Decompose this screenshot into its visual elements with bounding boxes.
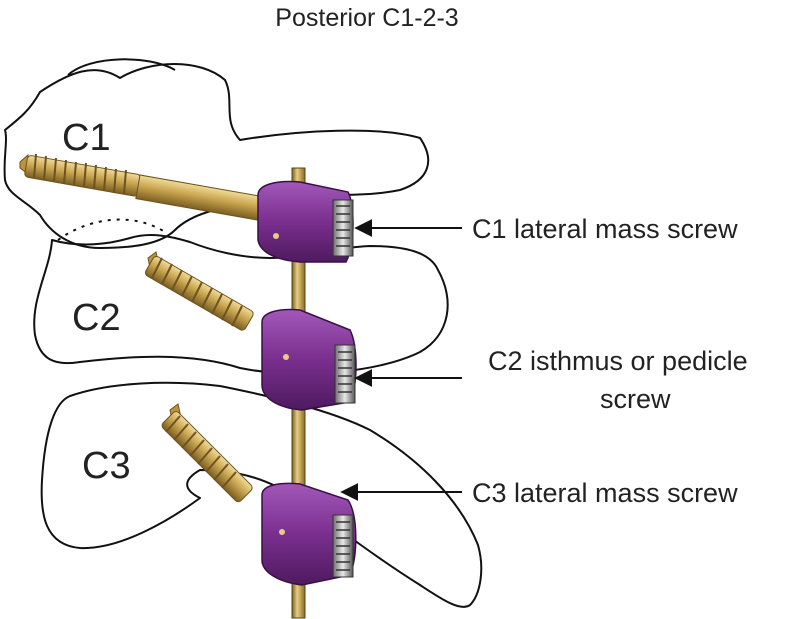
c1-screw-label: C1 lateral mass screw — [472, 214, 738, 244]
c1-screw-tulip — [257, 180, 354, 263]
c1-screw-thread — [24, 153, 142, 197]
c2-screw-label-line2: screw — [600, 384, 671, 414]
c2-screw-label-line1: C2 isthmus or pedicle — [488, 346, 748, 376]
c2-label: C2 — [72, 297, 121, 339]
c1-c2-joint-dotted — [57, 218, 166, 241]
c3-screw — [161, 403, 357, 586]
c3-screw-tulip — [261, 482, 357, 586]
c1-tubercle-outline — [67, 58, 176, 76]
diagram-title: Posterior C1-2-3 — [275, 4, 458, 32]
c1-screw — [19, 153, 354, 263]
c2-vertebra-outline — [33, 234, 449, 375]
c1-label: C1 — [62, 117, 111, 159]
c3-screw-label: C3 lateral mass screw — [472, 478, 738, 508]
c2-screw-tulip — [261, 308, 357, 411]
c3-vertebra-outline — [40, 381, 483, 608]
c2-screw — [144, 251, 357, 411]
c3-label: C3 — [82, 445, 131, 487]
